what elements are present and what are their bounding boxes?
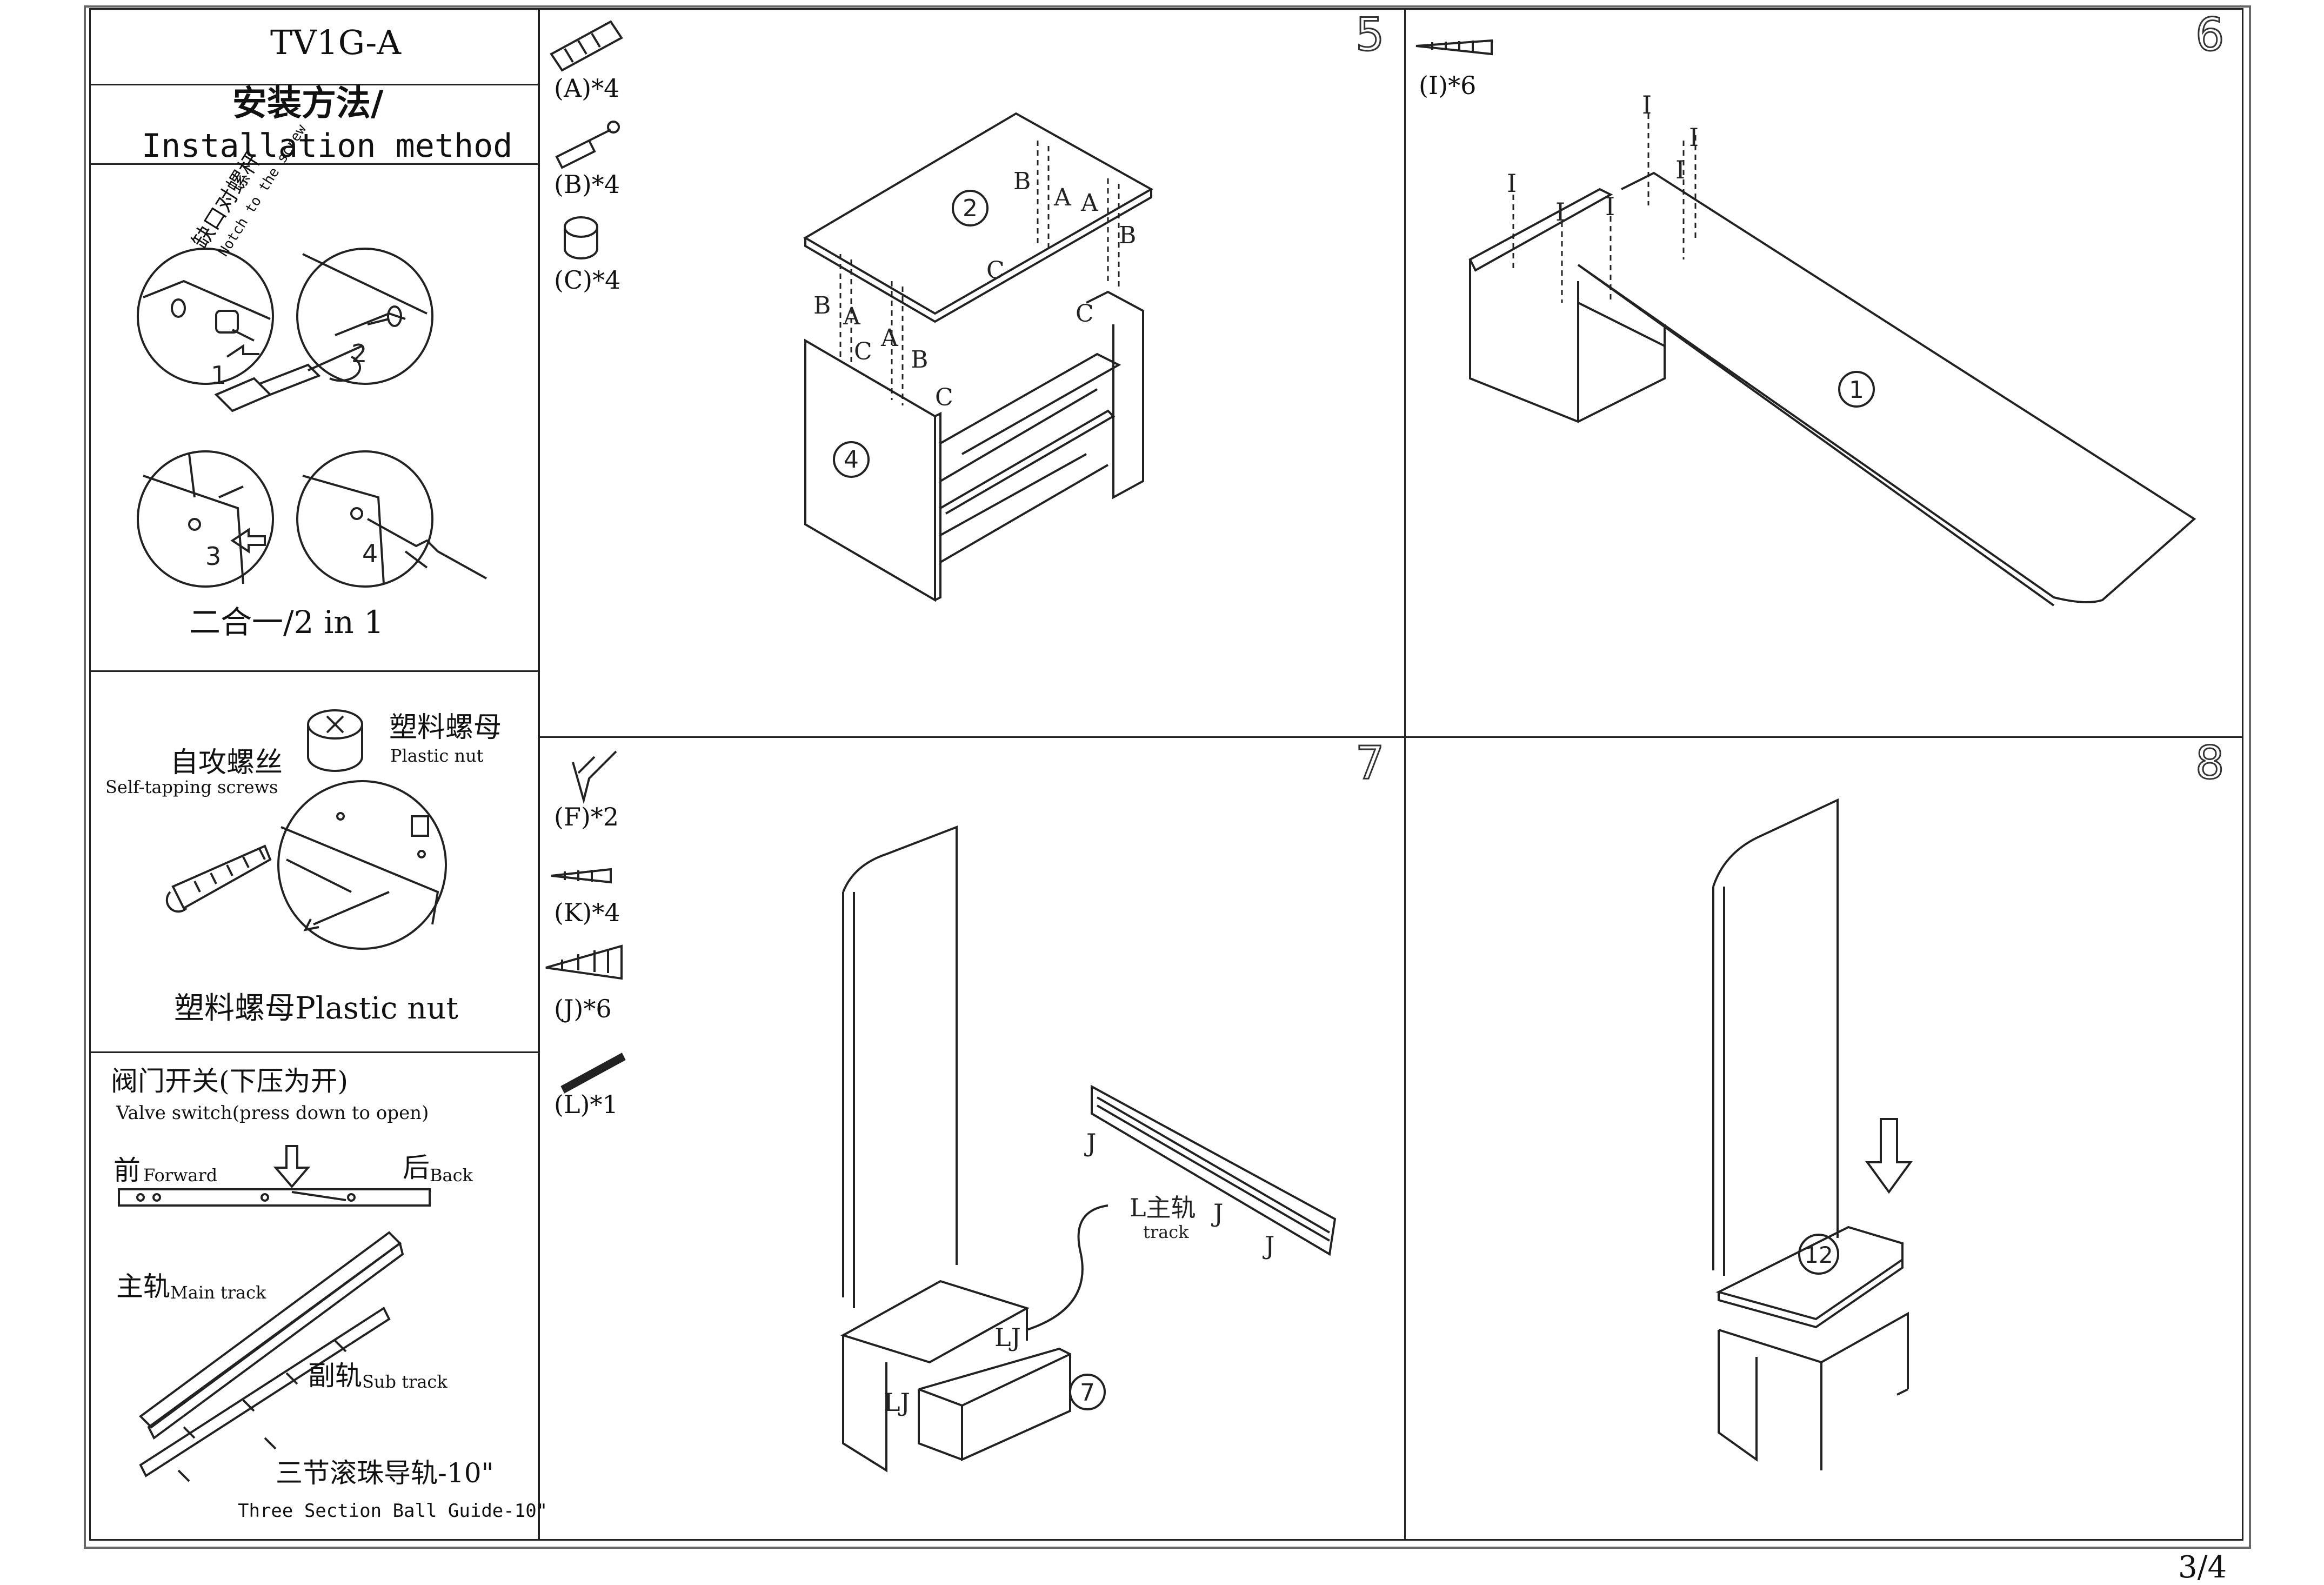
hardware-letter: A <box>843 303 861 330</box>
two-in-one-caption: 二合一/2 in 1 <box>189 604 384 641</box>
back-label-en: Back <box>430 1165 473 1186</box>
part-label: (C)*4 <box>554 265 621 295</box>
divider <box>89 1051 539 1053</box>
part-label: (A)*4 <box>554 74 620 103</box>
step5-diagram: B A A B B A C A B C C C 2 4 <box>803 112 1154 602</box>
grid-hline <box>538 736 2243 738</box>
model-title: TV1G-A <box>270 23 401 62</box>
step-number: 6 <box>2194 8 2225 62</box>
hardware-letter: LJ <box>884 1388 910 1417</box>
part-label: (K)*4 <box>554 898 620 927</box>
divider <box>89 670 539 672</box>
hardware-letter: A <box>1053 184 1072 211</box>
hardware-letter: C <box>986 257 1005 284</box>
ball-guide-zh: 三节滚珠导轨-10" <box>276 1457 494 1489</box>
step-digit: 3 <box>205 542 221 571</box>
panel-number: 2 <box>963 195 978 222</box>
valve-track-diagram <box>118 1145 431 1482</box>
hardware-letter: I <box>1507 169 1517 198</box>
part-label: (F)*2 <box>554 802 619 831</box>
outer-frame <box>84 5 2251 1549</box>
part-label: (J)*6 <box>554 994 612 1023</box>
step-number: 8 <box>2194 736 2225 790</box>
valve-title-zh: 阀门开关(下压为开) <box>111 1065 349 1097</box>
screw-i-icon <box>1415 39 1493 56</box>
screw-label-en: Self-tapping screws <box>105 777 278 797</box>
back-label-zh: 后 <box>403 1152 430 1183</box>
main-track-en: Main track <box>170 1282 266 1303</box>
hardware-letter: I <box>1605 192 1615 221</box>
hardware-letter: LJ <box>994 1323 1021 1352</box>
nut-label-zh: 塑料螺母 <box>389 711 502 744</box>
panel-number: 4 <box>844 446 859 474</box>
plastic-nut-caption: 塑料螺母Plastic nut <box>174 991 458 1026</box>
step-digit: 4 <box>362 539 378 568</box>
step-number: 5 <box>1354 8 1385 62</box>
screw-label-zh: 自攻螺丝 <box>170 747 283 779</box>
main-track-zh: 主轨 <box>116 1271 170 1302</box>
valve-title-en: Valve switch(press down to open) <box>116 1102 429 1124</box>
steps-grid <box>538 8 2243 1541</box>
track-label-en: track <box>1143 1222 1189 1242</box>
two-in-one-diagram: 1 2 3 4 <box>137 248 487 588</box>
divider <box>89 84 539 85</box>
plastic-nut-diagram <box>165 709 447 950</box>
step-number: 7 <box>1354 736 1385 790</box>
hardware-letter: C <box>1076 300 1094 328</box>
hardware-letter: B <box>813 292 831 319</box>
panel-number: 12 <box>1804 1242 1833 1268</box>
part-label: (B)*4 <box>554 170 620 199</box>
hardware-letter: I <box>1642 90 1652 119</box>
hardware-letter: I <box>1555 197 1565 227</box>
hardware-letter: B <box>1119 222 1136 249</box>
method-title-en: Installation method <box>142 127 513 165</box>
step7-hardware-icons <box>545 750 626 1094</box>
panel-number: 7 <box>1080 1379 1095 1407</box>
hardware-letter: C <box>935 384 953 411</box>
hardware-letter: J <box>1211 1198 1223 1228</box>
sub-track-zh: 副轨 <box>308 1360 362 1391</box>
hardware-letter: B <box>1013 168 1031 195</box>
divider <box>89 163 539 165</box>
forward-label-zh: 前 <box>113 1155 141 1186</box>
step-digit: 2 <box>351 339 367 368</box>
sub-track-en: Sub track <box>362 1371 448 1392</box>
part-label: (I)*6 <box>1419 71 1477 100</box>
panel-number: 1 <box>1849 376 1864 404</box>
step7-diagram: J J J LJ LJ L主轨 track 7 <box>840 825 1337 1473</box>
nut-label-en: Plastic nut <box>390 745 484 766</box>
part-label: (L)*1 <box>554 1090 618 1119</box>
track-label-zh: L主轨 <box>1130 1193 1196 1222</box>
step5-hardware-icons <box>550 20 623 259</box>
method-title-zh: 安装方法/ <box>232 83 384 124</box>
grid-vline <box>1404 8 1406 1541</box>
hardware-letter: I <box>1675 155 1685 184</box>
step6-diagram: I I I I I I 1 <box>1468 90 2196 607</box>
hardware-letter: J <box>1084 1128 1096 1157</box>
forward-label-en: Forward <box>143 1165 218 1186</box>
ball-guide-en: Three Section Ball Guide-10" <box>238 1500 548 1522</box>
step-digit: 1 <box>211 361 226 390</box>
hardware-letter: A <box>1080 189 1099 217</box>
hardware-letter: J <box>1263 1231 1274 1260</box>
hardware-letter: C <box>854 338 872 365</box>
hardware-letter: A <box>880 324 899 352</box>
page-number: 3/4 <box>2178 1550 2227 1585</box>
hardware-letter: I <box>1689 123 1699 152</box>
step8-diagram: 12 <box>1712 798 1913 1470</box>
hardware-letter: B <box>911 346 928 374</box>
